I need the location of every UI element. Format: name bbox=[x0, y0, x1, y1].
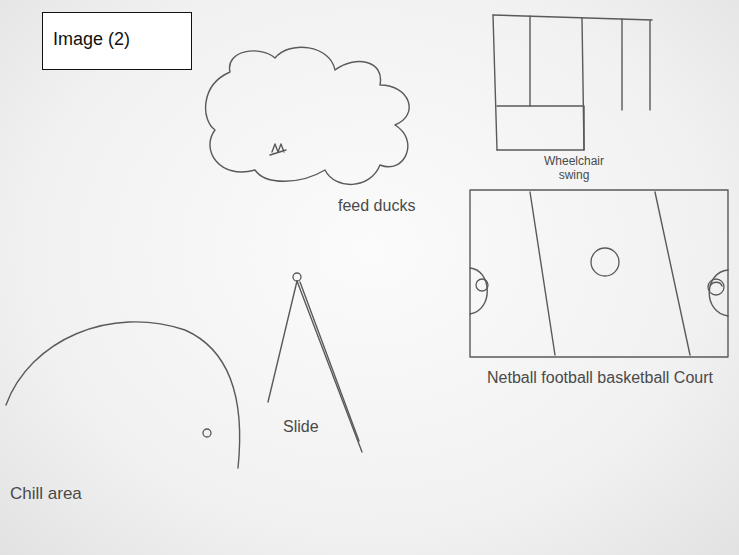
pencil-line bbox=[268, 281, 297, 402]
area-label: Netball football basketball Court bbox=[484, 368, 716, 387]
pencil-line bbox=[709, 270, 728, 316]
wheelchair-swing: Wheelchair swing bbox=[488, 8, 668, 190]
pencil-line bbox=[493, 15, 652, 20]
pencil-line bbox=[649, 20, 650, 110]
duck-pond: feed ducks bbox=[198, 40, 428, 222]
pencil-line bbox=[470, 268, 487, 314]
pencil-line bbox=[300, 282, 359, 441]
area-label: Chill area bbox=[10, 484, 82, 504]
pencil-line bbox=[497, 106, 584, 150]
pencil-circle bbox=[591, 248, 619, 276]
pencil-line bbox=[530, 192, 555, 355]
area-label: Wheelchair swing bbox=[532, 154, 616, 183]
pencil-line bbox=[6, 322, 240, 468]
pencil-line bbox=[470, 190, 728, 357]
chill-area: Chill area bbox=[4, 318, 249, 530]
pencil-line bbox=[206, 47, 410, 184]
image-tag-box: Image (2) bbox=[42, 12, 192, 70]
pencil-circle bbox=[708, 279, 724, 295]
slide: Slide bbox=[255, 265, 370, 460]
duck-pond-outline bbox=[198, 40, 428, 222]
pencil-line bbox=[493, 15, 497, 150]
pencil-line bbox=[655, 192, 690, 355]
sports-court: Netball football basketball Court bbox=[466, 186, 734, 412]
area-label: Slide bbox=[283, 417, 319, 436]
pencil-line bbox=[621, 19, 622, 110]
pencil-line bbox=[529, 16, 530, 106]
pencil-line bbox=[710, 282, 722, 286]
pencil-circle bbox=[203, 429, 211, 437]
image-label: Image (2) bbox=[53, 29, 130, 51]
pencil-circle bbox=[476, 279, 488, 291]
pencil-line bbox=[270, 144, 286, 155]
area-label: feed ducks bbox=[338, 196, 415, 215]
pencil-circle bbox=[293, 273, 301, 281]
